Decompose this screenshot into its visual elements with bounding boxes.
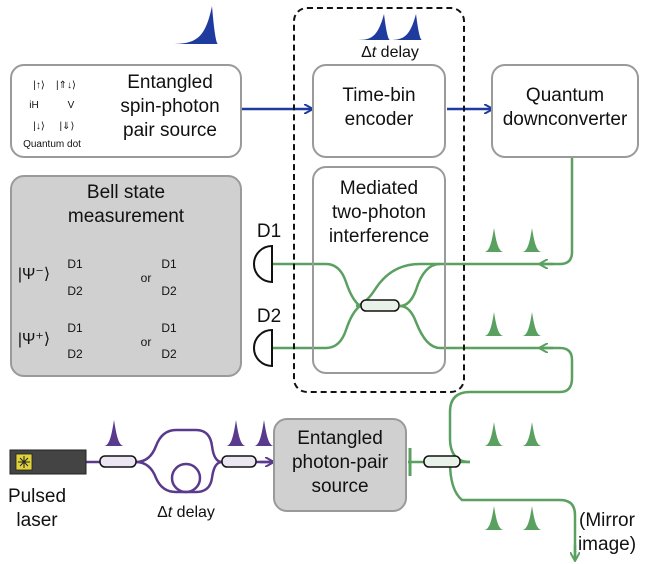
- qd-state-up2: |⇑↓⟩: [56, 80, 76, 91]
- pulse-icon: [522, 422, 542, 446]
- pulse-icon: [484, 228, 504, 252]
- beam-splitter-icon: [99, 455, 137, 468]
- mediated-label-2: two-photon: [331, 202, 426, 223]
- pair-source-label-3: source: [311, 476, 369, 497]
- d2-label: D2: [67, 284, 83, 298]
- qd-state-d2: |⇓⟩: [59, 121, 75, 132]
- detector-d1-label: D1: [256, 221, 282, 242]
- pulse-icon: [522, 228, 542, 252]
- encoder-label-1: Time-bin: [342, 85, 416, 106]
- encoder-label-2: encoder: [344, 109, 414, 130]
- pulse-icon: [484, 312, 504, 336]
- psi-minus-label: |Ψ⁻⟩: [17, 266, 51, 283]
- pulse-icon: [358, 14, 390, 40]
- qd-ih: iH: [29, 100, 39, 111]
- downconverter-label-1: Quantum: [525, 85, 605, 106]
- pulse-icon: [390, 14, 422, 40]
- d2-label: D2: [161, 347, 177, 361]
- qd-state-d1: |↓⟩: [33, 121, 45, 132]
- d1-label: D1: [161, 321, 177, 335]
- beam-splitter-icon: [423, 455, 461, 468]
- or-label: or: [140, 335, 152, 349]
- downconverter-label-2: downconverter: [502, 109, 628, 130]
- time-bin-encoder-frame: [293, 7, 465, 393]
- bsm-label-2: measurement: [67, 206, 185, 227]
- spin-photon-source-box: [10, 64, 242, 158]
- beam-splitter-icon: [221, 455, 257, 468]
- pulse-icon: [254, 420, 274, 446]
- d1-label: D1: [67, 321, 83, 335]
- d1-label: D1: [67, 257, 83, 271]
- qd-state-up1: |↑⟩: [33, 80, 45, 91]
- pulse-icon: [484, 422, 504, 446]
- detector-icon: [253, 244, 273, 284]
- mediated-label-1: Mediated: [339, 178, 419, 199]
- mediated-label-3: interference: [328, 226, 430, 247]
- mirror-label-2: image): [577, 534, 637, 555]
- pair-source-label-1: Entangled: [297, 428, 383, 449]
- laser-label-1: Pulsed: [7, 486, 67, 507]
- delay-top-label: Δt delay: [361, 44, 419, 61]
- downconverter-box: [491, 64, 639, 158]
- bell-state-box: [10, 175, 242, 377]
- pair-source-label-2: photon-pair: [291, 452, 389, 473]
- detector-d2-label: D2: [256, 306, 282, 327]
- detector-icon: [253, 328, 273, 368]
- pulse-icon: [522, 506, 542, 530]
- mirror-label-1: (Mirror: [579, 510, 635, 531]
- mediated-interference-box: [312, 166, 446, 374]
- laser-label-2: laser: [16, 510, 58, 531]
- bsm-label-1: Bell state: [86, 182, 166, 203]
- pulse-icon: [170, 6, 218, 44]
- psi-plus-label: |Ψ⁺⟩: [17, 331, 51, 348]
- source-label-2: spin-photon: [120, 96, 220, 117]
- time-bin-encoder-box: [312, 64, 446, 158]
- d2-label: D2: [161, 284, 177, 298]
- or-label: or: [140, 271, 152, 285]
- laser-icon: [9, 449, 87, 475]
- source-label-3: pair source: [123, 120, 217, 141]
- photon-pair-source-box: [273, 418, 407, 512]
- qd-v: V: [67, 100, 75, 111]
- beam-splitter-icon: [360, 299, 400, 312]
- pulse-icon: [484, 506, 504, 530]
- delay-bottom-label: Δt delay: [157, 504, 215, 521]
- pulse-icon: [104, 420, 124, 446]
- source-label-1: Entangled: [127, 72, 213, 93]
- d2-label: D2: [67, 347, 83, 361]
- pulse-icon: [522, 312, 542, 336]
- d1-label: D1: [161, 257, 177, 271]
- quantum-dot-label: Quantum dot: [23, 139, 81, 150]
- pulse-icon: [226, 420, 246, 446]
